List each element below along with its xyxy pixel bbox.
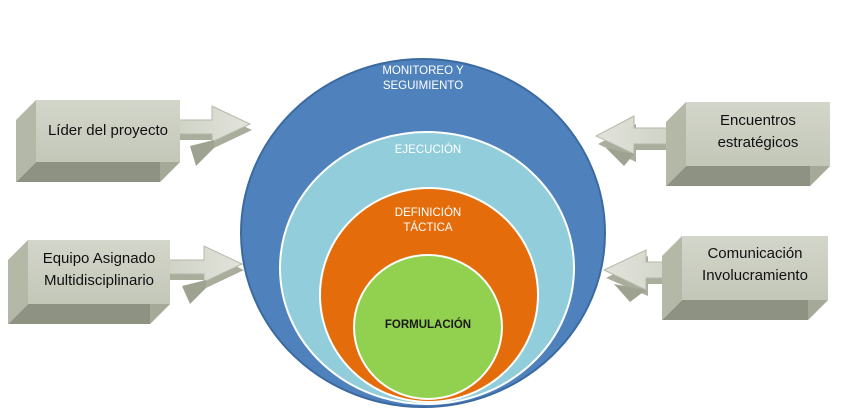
ring-outer-line-2: SEGUIMIENTO — [382, 80, 464, 92]
ring-inner-label: FORMULACIÓN — [363, 318, 493, 333]
box-lider-line-1: Líder del proyecto — [47, 122, 169, 139]
box-comunicacion-shape — [662, 236, 828, 320]
ring-second-label: EJECUCIÓN — [353, 143, 503, 158]
box-comunicacion-line-1: Comunicación — [707, 245, 803, 262]
box-lider-shape — [16, 100, 180, 182]
ring-third-label: DEFINICIÓN TÁCTICA — [353, 206, 503, 236]
box-encuentros-line-1: Encuentros — [720, 112, 796, 129]
box-comunicacion-line-2: Involucramiento — [702, 267, 808, 284]
box-encuentros-label: Encuentros estratégicos — [686, 110, 830, 154]
arrow-encuentros — [594, 115, 672, 166]
box-equipo-line-2: Multidisciplinario — [43, 272, 155, 289]
box-equipo-shape — [8, 240, 170, 324]
box-lider-label: Líder del proyecto — [36, 120, 180, 142]
box-equipo-label: Equipo Asignado Multidisciplinario — [28, 248, 170, 292]
ring-second-line-1: EJECUCIÓN — [394, 144, 462, 156]
box-encuentros-line-2: estratégicos — [717, 134, 799, 151]
ring-outer-label: MONITOREO Y SEGUIMIENTO — [343, 64, 503, 94]
arrow-lider — [175, 105, 252, 166]
ring-inner — [353, 254, 503, 400]
box-encuentros-shape — [666, 102, 830, 186]
box-equipo-line-1: Equipo Asignado — [42, 250, 156, 267]
ring-outer-line-1: MONITOREO Y — [382, 65, 464, 77]
arrow-equipo — [167, 245, 244, 304]
ring-third-line-2: TÁCTICA — [403, 222, 453, 234]
box-comunicacion-label: Comunicación Involucramiento — [682, 243, 828, 287]
ring-third-line-1: DEFINICIÓN — [394, 207, 462, 219]
ring-inner-line-1: FORMULACIÓN — [384, 319, 472, 331]
